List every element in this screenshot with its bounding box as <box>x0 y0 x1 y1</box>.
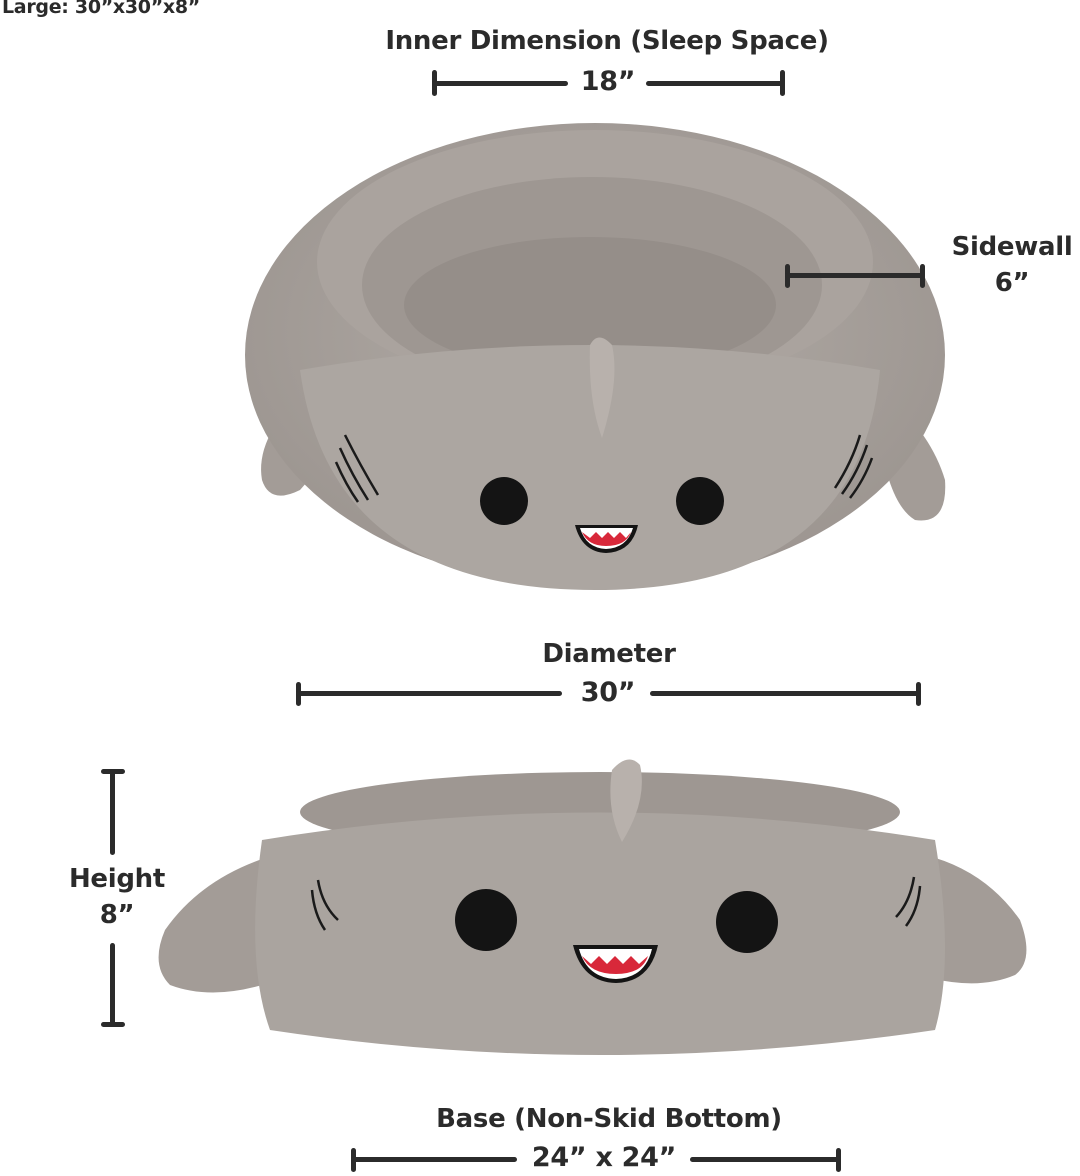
size-label: Large: 30”x30”x8” <box>2 0 200 18</box>
base-value: 24” x 24” <box>531 1142 677 1173</box>
height-title: Height <box>68 864 166 894</box>
height-value: 8” <box>99 900 135 930</box>
diameter-value: 30” <box>580 677 636 708</box>
inner-dimension-value: 18” <box>580 66 636 97</box>
base-title: Base (Non-Skid Bottom) <box>436 1104 782 1134</box>
inner-dimension-title: Inner Dimension (Sleep Space) <box>385 26 829 56</box>
sidewall-value: 6” <box>994 268 1030 298</box>
shark-bed-front-view <box>158 759 1027 1055</box>
diameter-title: Diameter <box>542 639 676 669</box>
shark-bed-top-view <box>245 123 946 590</box>
sidewall-title: Sidewall <box>951 232 1073 262</box>
